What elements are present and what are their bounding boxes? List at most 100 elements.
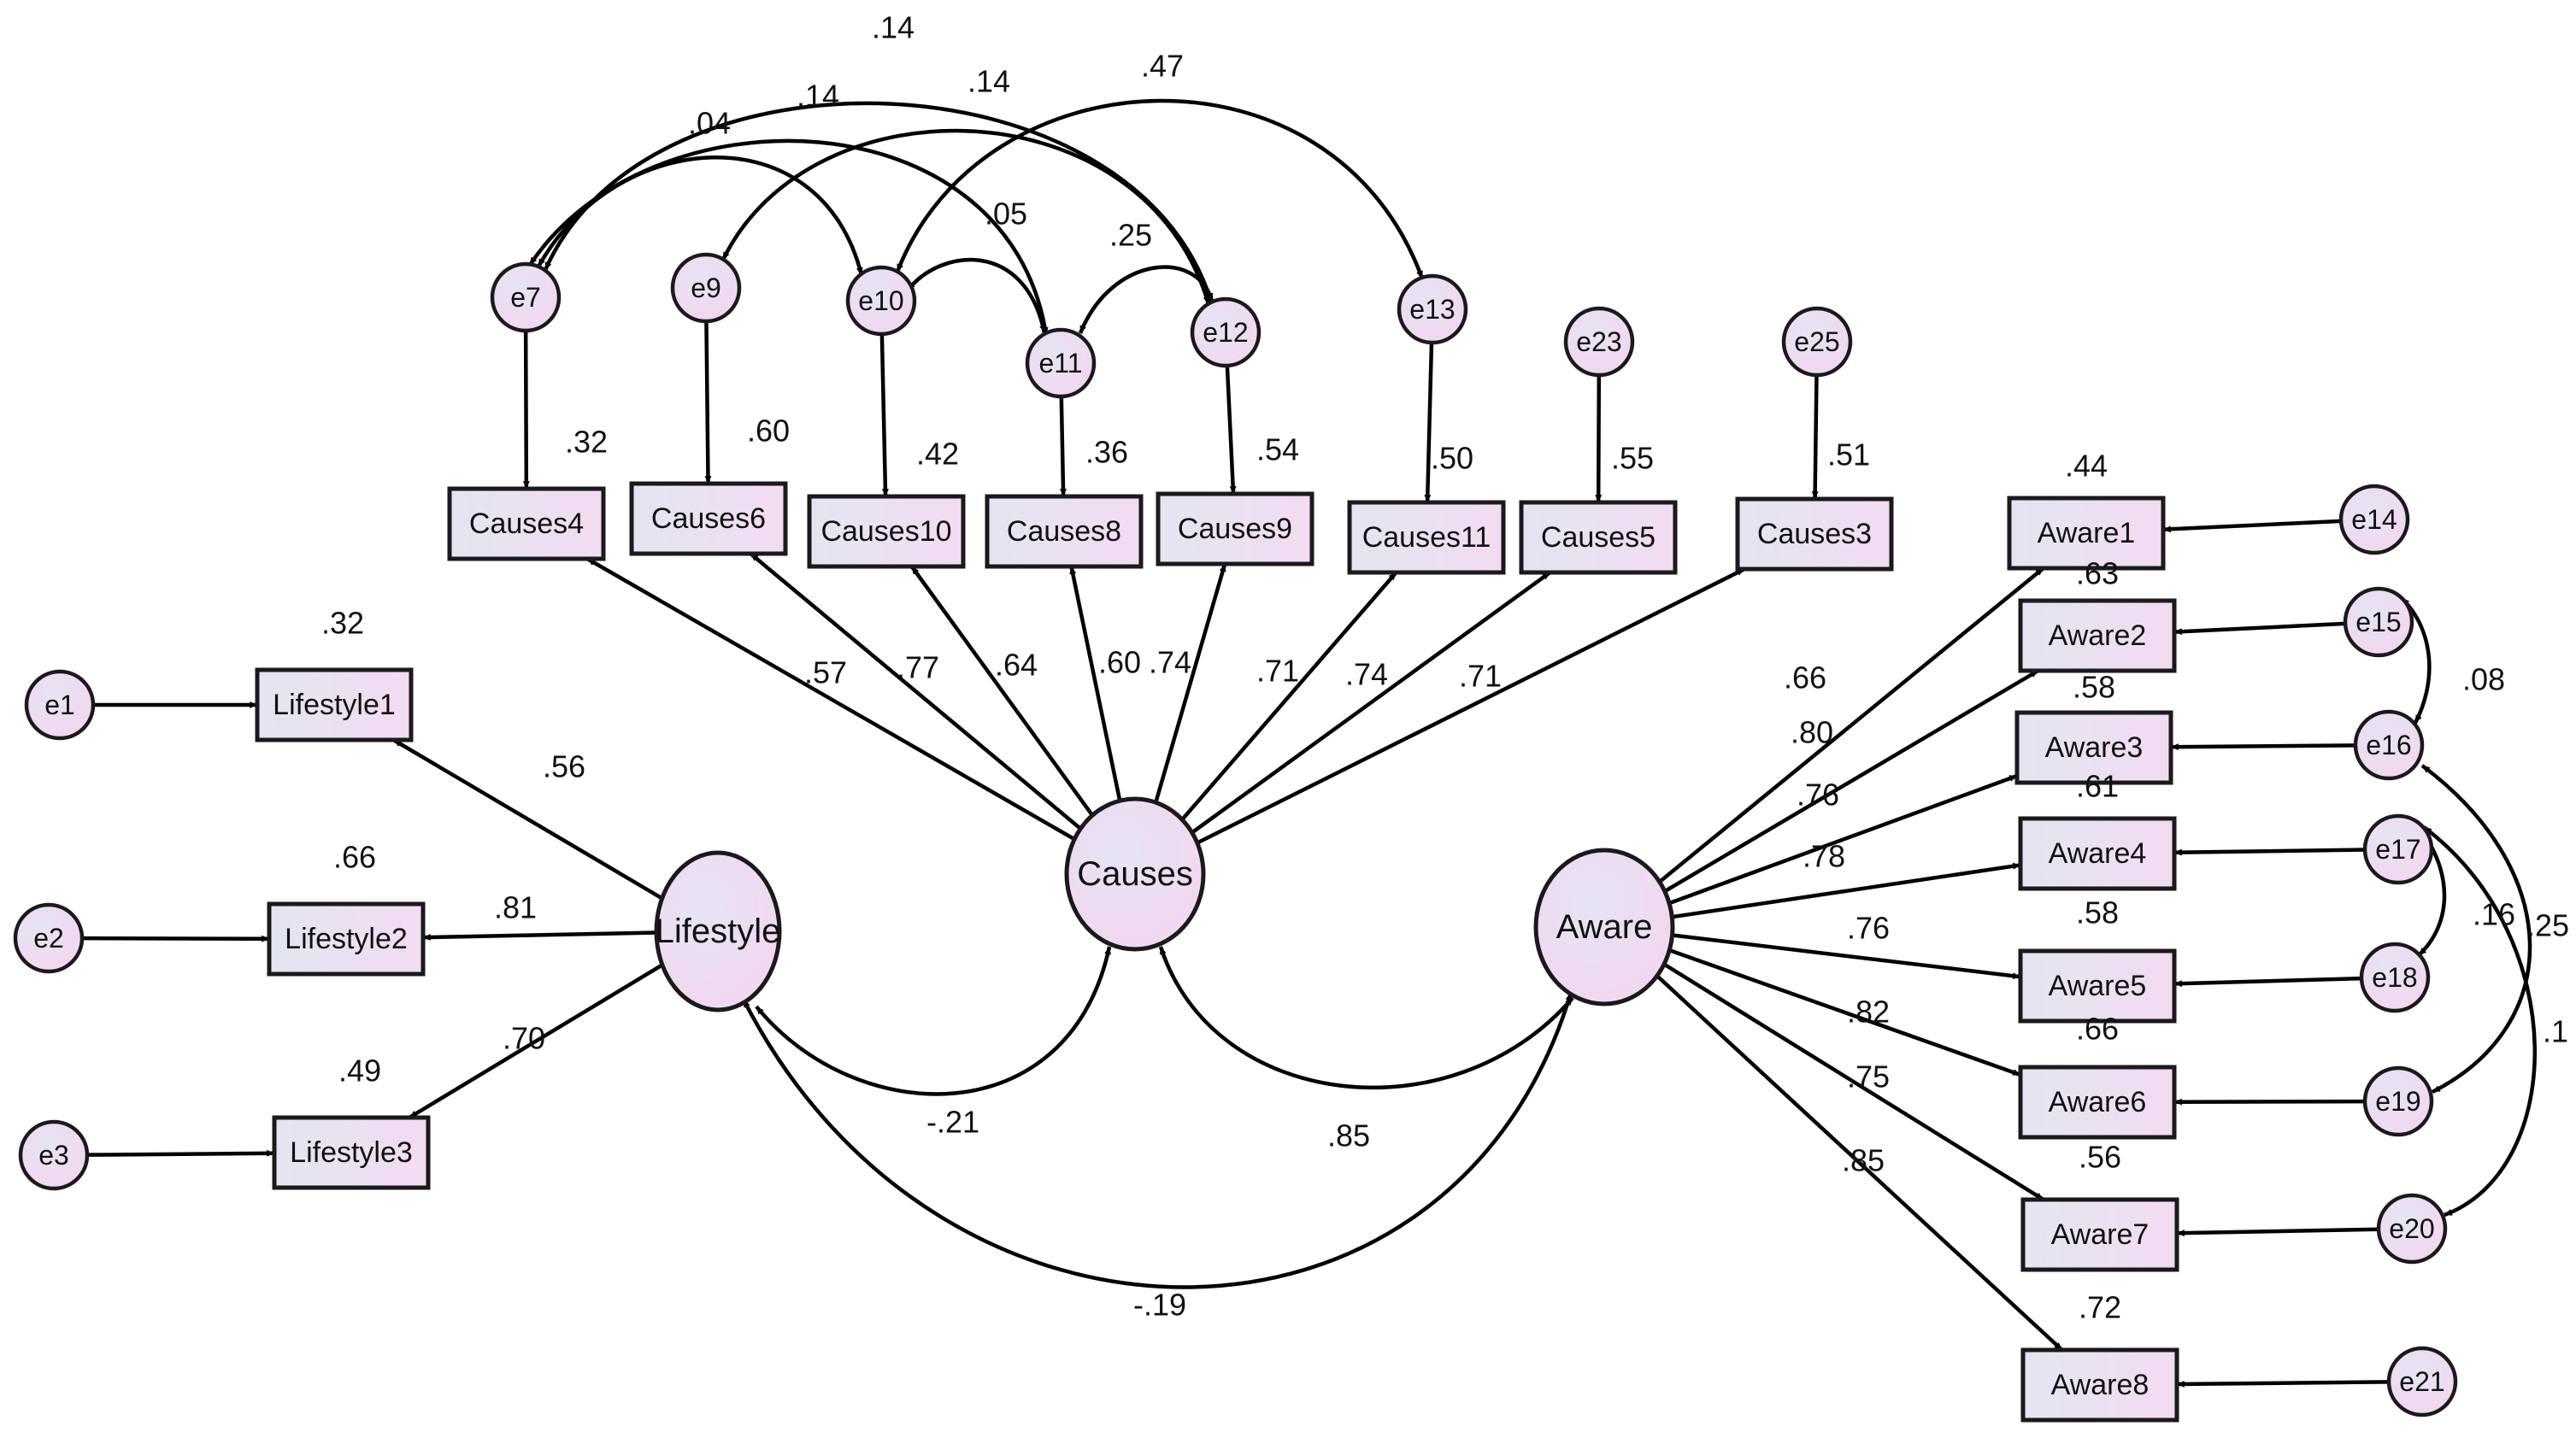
indicator-box-causes9 <box>1156 491 1314 566</box>
cov-path-e10-e11 <box>906 257 1047 334</box>
loading-label-aware3: .76 <box>1797 778 1839 813</box>
error-label-e25: e25 <box>1794 326 1839 357</box>
loading-label-aware7: .75 <box>1847 1059 1890 1095</box>
error-label-e18: e18 <box>2372 962 2417 993</box>
indicator-label-causes6: Causes6 <box>651 502 766 535</box>
loading-label-causes3: .71 <box>1459 659 1502 694</box>
loading-path-causes8 <box>1069 566 1122 801</box>
error-node-e9 <box>670 252 742 324</box>
cov-label-e16-e19: .25 <box>2526 908 2569 943</box>
indicator-label-aware6: Aware6 <box>2049 1086 2147 1118</box>
loading-label-causes4: .57 <box>804 655 847 690</box>
r2-label-aware1: .44 <box>2065 449 2108 484</box>
indicator-label-causes8: Causes8 <box>1007 515 1121 548</box>
indicator-box-lifestyle2 <box>267 901 426 977</box>
loading-path-causes5 <box>1191 571 1551 835</box>
loading-label-aware1: .66 <box>1784 660 1826 695</box>
error-label-e16: e16 <box>2366 730 2411 760</box>
loading-path-aware6 <box>1668 948 2021 1077</box>
latent-label-causes: Causes <box>1077 855 1193 893</box>
edges-layer <box>81 98 2537 1388</box>
loading-path-lifestyle3 <box>408 963 664 1119</box>
cov-path-e17-e20 <box>2422 825 2537 1218</box>
loading-path-aware3 <box>1668 773 2018 906</box>
indicator-label-causes11: Causes11 <box>1362 521 1491 554</box>
cov-path-e15-e16 <box>2400 596 2432 725</box>
r2-label-lifestyle1: .32 <box>321 606 364 641</box>
indicator-label-causes5: Causes5 <box>1541 521 1656 554</box>
indicator-box-causes8 <box>985 494 1144 569</box>
cov-path-e11-e12 <box>1078 265 1214 334</box>
r2-label-causes10: .42 <box>916 437 959 472</box>
error-node-e13 <box>1397 273 1468 345</box>
latent-lifestyle <box>654 850 782 1012</box>
cov-path-e7-e10 <box>537 156 864 276</box>
error-path-e25 <box>1811 374 1819 500</box>
corr-label-2: -.19 <box>1133 1288 1186 1323</box>
indicator-label-aware5: Aware5 <box>2049 970 2147 1002</box>
indicator-label-causes10: Causes10 <box>820 515 951 548</box>
indicator-box-aware3 <box>2014 710 2173 785</box>
r2-label-aware8: .72 <box>2079 1290 2121 1325</box>
error-label-e10: e10 <box>858 285 903 316</box>
indicator-label-aware4: Aware4 <box>2049 837 2147 870</box>
cov-label-e15-e16: .08 <box>2462 662 2505 697</box>
cov-label-e7-e11: .14 <box>797 79 839 114</box>
loading-path-aware8 <box>1656 974 2064 1352</box>
cov-path-e10-e13 <box>895 98 1425 279</box>
cov-path-e16-e19 <box>2420 764 2532 1095</box>
indicator-box-causes10 <box>807 494 966 569</box>
error-path-e13 <box>1424 342 1434 503</box>
r2-label-aware6: .66 <box>2076 1012 2119 1047</box>
loading-label-causes10: .64 <box>995 648 1038 683</box>
error-label-e14: e14 <box>2351 504 2397 535</box>
loading-label-aware5: .76 <box>1847 911 1890 946</box>
indicator-label-aware3: Aware3 <box>2045 731 2144 764</box>
error-node-e18 <box>2359 942 2431 1013</box>
loading-path-aware2 <box>1663 669 2039 894</box>
error-label-e12: e12 <box>1203 317 1248 348</box>
indicator-box-causes3 <box>1735 496 1894 572</box>
r2-label-aware5: .58 <box>2076 895 2119 930</box>
error-label-e1: e1 <box>44 690 75 720</box>
loading-label-lifestyle2: .81 <box>494 890 537 925</box>
r2-label-aware7: .56 <box>2079 1140 2121 1175</box>
r2-label-causes3: .51 <box>1827 437 1870 472</box>
loading-path-causes4 <box>586 557 1076 842</box>
loading-path-causes3 <box>1196 566 1746 845</box>
error-node-e2 <box>13 902 85 974</box>
error-node-e10 <box>845 265 917 337</box>
indicator-box-aware2 <box>2018 598 2177 673</box>
r2-label-causes4: .32 <box>565 425 608 460</box>
indicator-box-aware4 <box>2018 816 2177 891</box>
loading-path-lifestyle2 <box>422 930 657 941</box>
error-node-e20 <box>2376 1193 2448 1265</box>
error-path-e2 <box>81 935 270 942</box>
error-node-e14 <box>2338 484 2410 555</box>
loading-label-aware2: .80 <box>1791 715 1833 750</box>
indicator-box-causes5 <box>1519 500 1678 575</box>
loading-label-aware6: .82 <box>1847 995 1890 1030</box>
indicator-box-aware5 <box>2018 948 2177 1024</box>
cov-path-e9-e12 <box>720 128 1211 305</box>
indicator-label-causes4: Causes4 <box>469 508 584 540</box>
loading-label-aware8: .85 <box>1842 1143 1885 1178</box>
error-path-e11 <box>1059 396 1067 497</box>
error-path-e3 <box>86 1149 275 1157</box>
error-node-e25 <box>1781 306 1853 378</box>
latent-label-aware: Aware <box>1556 908 1653 946</box>
error-path-e10 <box>879 333 889 497</box>
loading-path-causes11 <box>1180 571 1398 821</box>
loading-label-lifestyle1: .56 <box>543 749 585 784</box>
error-label-e9: e9 <box>691 273 721 303</box>
error-label-e21: e21 <box>2399 1366 2444 1397</box>
error-label-e19: e19 <box>2375 1086 2420 1117</box>
error-path-e12 <box>1225 365 1237 495</box>
r2-label-causes6: .60 <box>747 414 790 449</box>
r2-label-causes8: .36 <box>1085 435 1128 470</box>
error-node-e12 <box>1190 296 1262 368</box>
error-node-e19 <box>2362 1065 2434 1137</box>
r2-label-lifestyle2: .66 <box>333 840 376 875</box>
indicator-box-causes11 <box>1347 500 1506 575</box>
